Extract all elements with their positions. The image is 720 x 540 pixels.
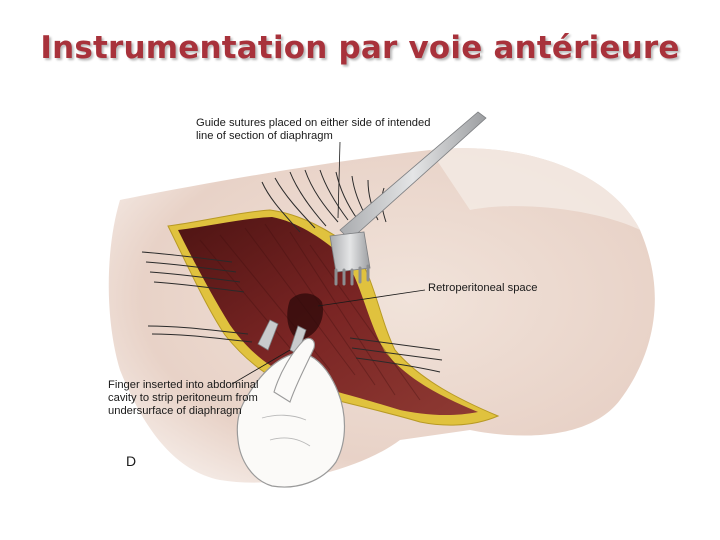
hand-crease [261, 414, 311, 447]
leader-lines [231, 141, 426, 385]
label-guide-sutures: Guide sutures placed on either side of i… [196, 117, 431, 142]
guide-sutures-left [141, 251, 253, 343]
finger [273, 337, 315, 403]
diaphragm-muscle [178, 217, 478, 416]
panel-letter: D [126, 453, 137, 469]
label-retroperitoneal-space: Retroperitoneal space [428, 282, 538, 294]
guide-sutures-top [261, 169, 387, 233]
skin-shadow [430, 148, 640, 230]
tissue-clamps [257, 319, 307, 355]
retroperitoneal-cavity [287, 293, 324, 340]
guide-sutures-right [349, 337, 443, 373]
label-finger-inserted: Finger inserted into abdominal cavity to… [108, 379, 259, 417]
slide-title: Instrumentation par voie antérieure [40, 30, 680, 66]
retractor [329, 111, 487, 286]
